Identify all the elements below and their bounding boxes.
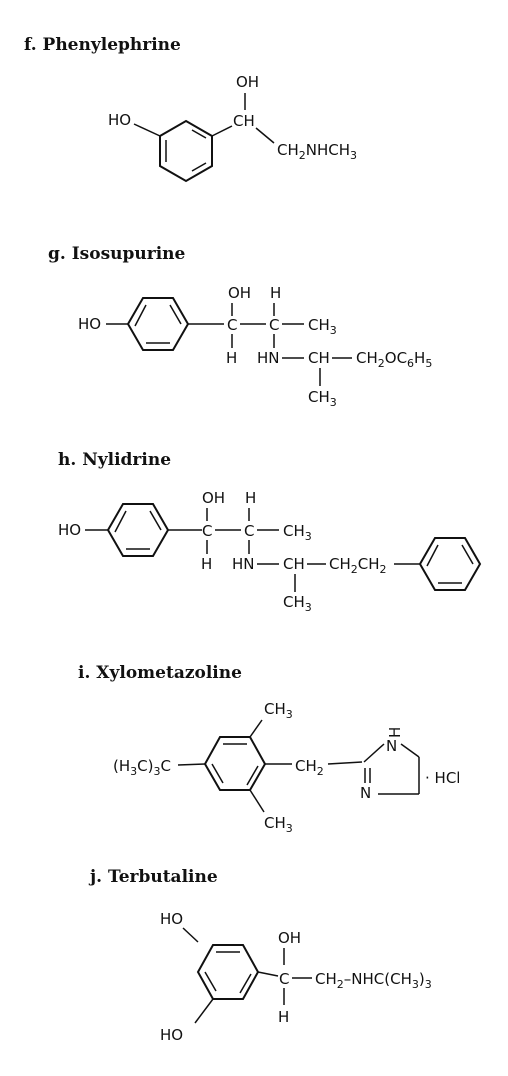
compound-title: j. Terbutaline bbox=[88, 867, 218, 887]
benzene-ring bbox=[159, 119, 213, 183]
benzene-ring bbox=[203, 736, 267, 791]
atom-label-c: C bbox=[244, 522, 254, 540]
compound-isosupurine: g. Isosupurine HO OH H C C CH3 H HN CH C… bbox=[48, 244, 432, 409]
atom-label-h: H bbox=[245, 489, 256, 507]
atom-label-ch3: CH3 bbox=[264, 814, 293, 835]
atom-label-ch3: CH3 bbox=[308, 316, 337, 337]
atom-label-ch2nhch3: CH2NHCH3 bbox=[277, 141, 357, 162]
atom-label-ho: HO bbox=[160, 1026, 183, 1044]
benzene-ring bbox=[418, 537, 482, 591]
compound-title: g. Isosupurine bbox=[48, 244, 186, 264]
atom-label-h: H bbox=[201, 555, 212, 573]
compound-terbutaline: j. Terbutaline HO HO OH C CH2–NHC(CH3)3 … bbox=[88, 867, 432, 1044]
atom-label-hcl: · HCl bbox=[425, 769, 460, 787]
atom-label-hn: HN bbox=[257, 349, 280, 367]
atom-label-ch2nhc: CH2–NHC(CH3)3 bbox=[315, 970, 432, 991]
benzene-ring bbox=[126, 297, 190, 351]
atom-label-h: H bbox=[270, 284, 281, 302]
atom-label-c: C bbox=[227, 316, 237, 334]
compound-title: i. Xylometazoline bbox=[78, 663, 242, 683]
atom-label-ch: CH bbox=[283, 555, 305, 573]
atom-label-ho: HO bbox=[108, 111, 131, 129]
atom-label-n: N bbox=[386, 737, 397, 755]
atom-label-c: C bbox=[202, 522, 212, 540]
atom-label-ch2oc6h5: CH2OC6H5 bbox=[356, 349, 432, 370]
atom-label-oh: OH bbox=[236, 73, 259, 91]
atom-label-ch3: CH3 bbox=[283, 522, 312, 543]
imidazoline-ring bbox=[363, 743, 420, 795]
atom-label-ch: CH bbox=[233, 112, 255, 130]
atom-label-oh: OH bbox=[278, 929, 301, 947]
compound-xylometazoline: i. Xylometazoline CH3 (H3C)3C CH2 H N N … bbox=[78, 663, 460, 835]
atom-label-ch2: CH2 bbox=[295, 757, 324, 778]
compound-nylidrine: h. Nylidrine HO OH H C C CH3 H HN CH CH2… bbox=[58, 450, 482, 614]
atom-label-oh: OH bbox=[228, 284, 251, 302]
atom-label-h: H bbox=[226, 349, 237, 367]
atom-label-ho: HO bbox=[58, 521, 81, 539]
atom-label-h3c3c: (H3C)3C bbox=[113, 757, 171, 778]
atom-label-n: N bbox=[360, 784, 371, 802]
atom-label-oh: OH bbox=[202, 489, 225, 507]
atom-label-h: H bbox=[386, 727, 404, 738]
atom-label-ch3: CH3 bbox=[308, 388, 337, 409]
atom-label-c: C bbox=[279, 970, 289, 988]
atom-label-ho: HO bbox=[78, 315, 101, 333]
atom-label-hn: HN bbox=[232, 555, 255, 573]
compound-title: h. Nylidrine bbox=[58, 450, 171, 470]
benzene-ring bbox=[196, 944, 260, 1000]
atom-label-ch: CH bbox=[308, 349, 330, 367]
atom-label-ch3: CH3 bbox=[264, 700, 293, 721]
atom-label-ch3: CH3 bbox=[283, 593, 312, 614]
compound-phenylephrine: f. Phenylephrine HO OH CH CH2NHCH3 bbox=[24, 35, 357, 183]
compound-title: f. Phenylephrine bbox=[24, 35, 181, 55]
atom-label-c: C bbox=[269, 316, 279, 334]
atom-label-ho: HO bbox=[160, 910, 183, 928]
atom-label-h: H bbox=[278, 1008, 289, 1026]
atom-label-ch2ch2: CH2CH2 bbox=[329, 555, 387, 576]
benzene-ring bbox=[106, 503, 170, 557]
